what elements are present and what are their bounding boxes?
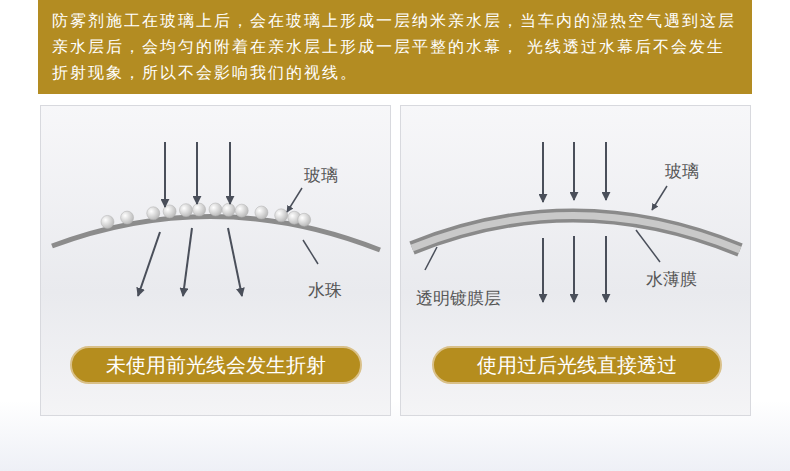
glass [412,215,740,250]
water-bead [235,204,248,217]
caption-pill: 未使用前光线会发生折射 [70,346,362,384]
caption-pill: 使用过后光线直接透过 [432,346,722,384]
water-bead [222,203,235,216]
node-text: 防雾剂施工在玻璃上后，会在玻璃上形成一层纳米亲水层，当车内的湿热空气遇到这层亲水… [52,8,738,86]
water-bead [275,209,288,222]
panel [401,106,751,416]
part-label: 玻璃 [304,164,338,187]
part-label: 玻璃 [665,160,699,183]
water-bead [193,203,206,216]
panel [41,106,391,416]
water-bead [179,204,192,217]
water-beads [101,203,311,228]
water-bead [255,206,268,219]
leader-lines [425,186,667,270]
water-bead [147,207,160,220]
part-label: 水薄膜 [646,268,697,291]
node-text: 未使用前光线会发生折射 [106,352,326,379]
water-bead [298,213,311,226]
light-rays [543,142,606,302]
leader-lines [287,188,318,264]
description-band: 防雾剂施工在玻璃上后，会在玻璃上形成一层纳米亲水层，当车内的湿热空气遇到这层亲水… [38,0,752,94]
water-bead [209,203,222,216]
part-label: 透明镀膜层 [416,287,501,310]
node-text: 使用过后光线直接透过 [477,352,677,379]
light-rays [138,142,242,296]
water-film [412,215,740,250]
water-bead [121,211,134,224]
part-label: 水珠 [308,279,342,302]
water-bead [101,215,114,228]
